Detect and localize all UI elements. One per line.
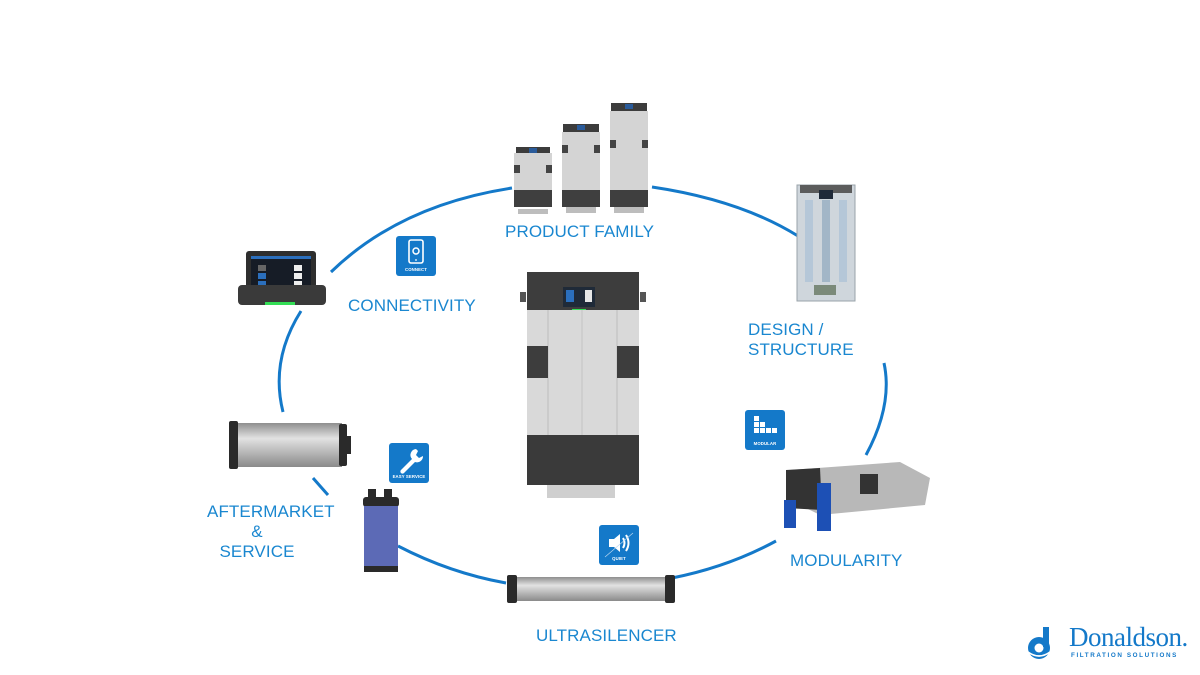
label-design-line1: DESIGN /	[748, 320, 824, 339]
label-connectivity: CONNECTIVITY	[348, 296, 476, 315]
label-design-line2: STRUCTURE	[748, 340, 854, 359]
modular-badge-caption: MODULAR	[753, 441, 777, 446]
dryer-small	[514, 147, 552, 214]
label-product-family: PRODUCT FAMILY	[505, 222, 655, 241]
label-aftermarket-line3: SERVICE	[219, 542, 295, 561]
label-aftermarket-line2: &	[251, 522, 263, 541]
quiet-badge: QUIET	[599, 525, 639, 565]
quiet-badge-caption: QUIET	[612, 556, 626, 561]
dryer-large	[610, 103, 648, 213]
arc-ultrasilencer-to-aftermarket	[397, 544, 507, 585]
arc-connectivity-to-product	[329, 186, 513, 274]
label-aftermarket-service: AFTERMARKET & SERVICE	[207, 502, 335, 562]
arc-modularity-to-ultrasilencer	[671, 539, 777, 580]
arc-product-to-design	[651, 185, 799, 238]
arc-design-to-modularity	[864, 362, 888, 456]
blocks-icon	[754, 416, 777, 433]
speaker-icon	[604, 532, 634, 558]
arc-left-side	[277, 310, 303, 413]
label-aftermarket-line1: AFTERMARKET	[207, 502, 335, 521]
label-design-structure: DESIGN / STRUCTURE	[748, 320, 854, 360]
label-ultrasilencer: ULTRASILENCER	[536, 626, 677, 645]
easy-service-badge-caption: EASY SERVICE	[392, 474, 426, 479]
label-modularity: MODULARITY	[790, 551, 903, 570]
connect-badge: CONNECT	[396, 236, 436, 276]
modular-badge: MODULAR	[745, 410, 785, 450]
dryer-medium	[562, 124, 600, 213]
smartphone-gear-icon	[408, 239, 424, 264]
logo-brand: Donaldson.	[1069, 622, 1188, 652]
wrench-icon	[400, 449, 424, 474]
arc-aftermarket-segment	[311, 477, 330, 496]
easy-service-badge: EASY SERVICE	[389, 443, 429, 483]
connect-badge-caption: CONNECT	[405, 267, 427, 272]
logo-tagline: FILTRATION SOLUTIONS	[1071, 652, 1178, 659]
